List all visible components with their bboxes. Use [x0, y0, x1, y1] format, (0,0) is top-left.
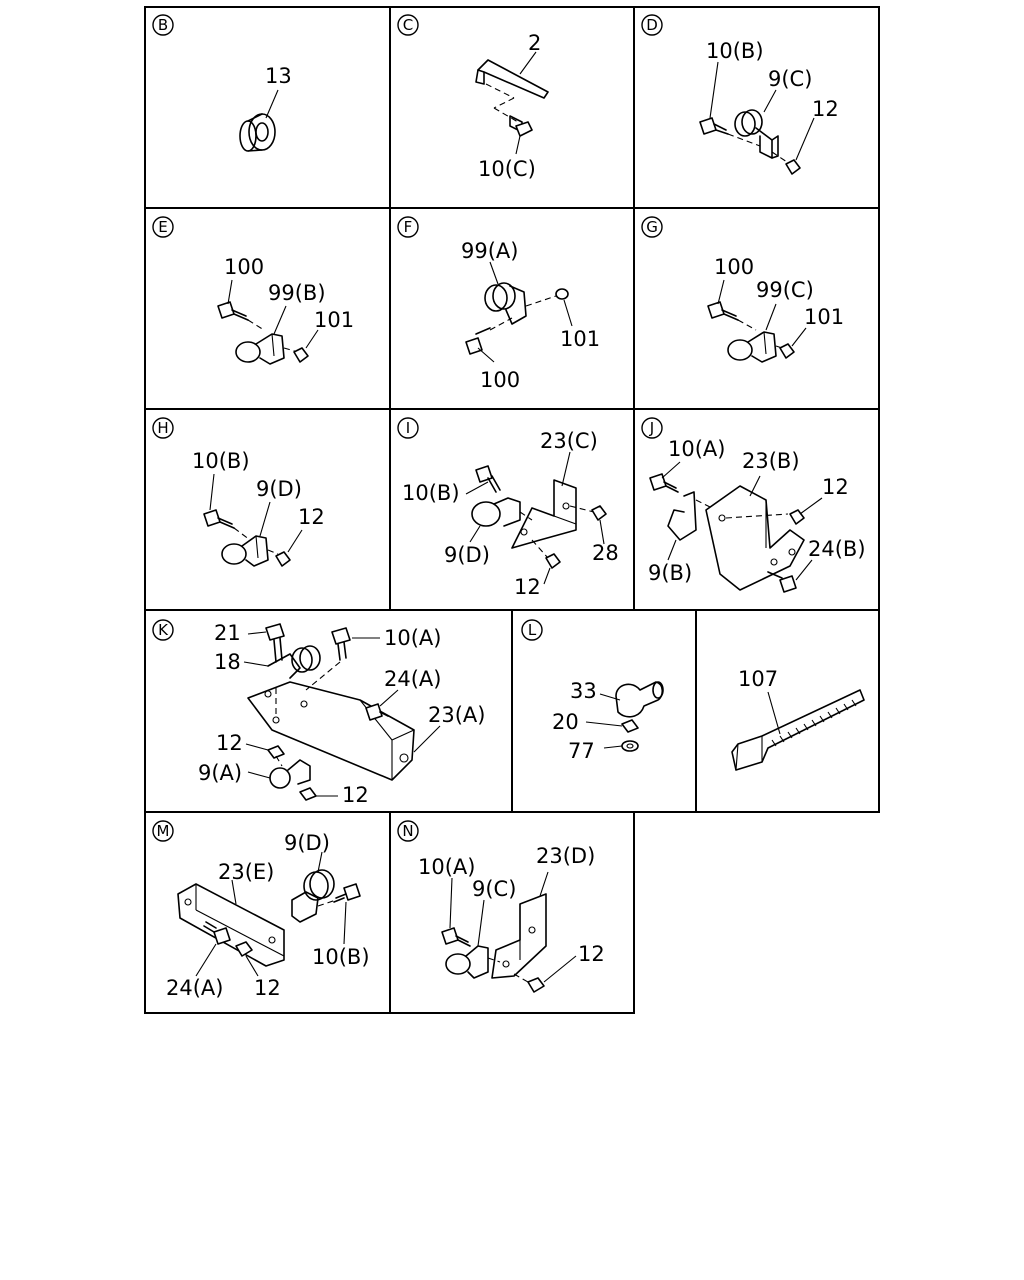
- part-grommet-drawing: [239, 113, 276, 152]
- callout-label: 33: [570, 679, 597, 703]
- callout-label: 101: [560, 327, 600, 351]
- callout-label: 24(B): [808, 537, 866, 561]
- panel-grid: [144, 6, 880, 1014]
- callout-label: 23(E): [218, 860, 274, 884]
- panel-letter: H: [157, 419, 168, 437]
- callout-label: 99(B): [268, 281, 326, 305]
- callout-label: 10(A): [418, 855, 475, 879]
- callout-label: 9(D): [444, 543, 490, 567]
- panel-letter: I: [406, 419, 410, 437]
- callout-label: 21: [214, 621, 241, 645]
- callout-label: 9(D): [256, 477, 302, 501]
- part-bracket-drawing: [247, 623, 415, 801]
- callout-label: 23(C): [540, 429, 598, 453]
- part-clip-drawing: [217, 301, 309, 365]
- callout-label: 2: [528, 31, 541, 55]
- panel-letter: K: [158, 621, 169, 639]
- panel-k: K: [152, 619, 485, 807]
- panel-n: N 10(A) 23(D) 9(C) 12: [397, 820, 605, 993]
- callout-label: 10(A): [384, 626, 441, 650]
- callout-label: 9(B): [648, 561, 692, 585]
- callout-label: 10(B): [402, 481, 460, 505]
- panel-l: L 33 20 77: [521, 619, 664, 763]
- callout-label: 12: [812, 97, 839, 121]
- callout-label: 9(A): [198, 761, 242, 785]
- callout-label: 10(B): [706, 39, 764, 63]
- panel-j: J 10(A) 23(B) 12 24(B) 9(B): [641, 417, 866, 593]
- panel-b: B 13: [152, 14, 292, 152]
- callout-label: 28: [592, 541, 619, 565]
- panel-f: F 99(A) 101 100: [397, 216, 600, 392]
- callout-label: 9(D): [284, 831, 330, 855]
- callout-label: 12: [514, 575, 541, 599]
- callout-label: 20: [552, 710, 579, 734]
- callout-label: 24(A): [166, 976, 223, 1000]
- callout-label: 99(C): [756, 278, 814, 302]
- panel-letter: E: [158, 218, 167, 236]
- callout-label: 77: [568, 739, 595, 763]
- callout-label: 12: [342, 783, 369, 807]
- callout-label: 9(C): [768, 67, 812, 91]
- callout-label: 107: [738, 667, 778, 691]
- callout-label: 101: [314, 308, 354, 332]
- callout-label: 18: [214, 650, 241, 674]
- panel-letter: J: [649, 419, 654, 437]
- callout-label: 24(A): [384, 667, 441, 691]
- part-clip-drawing: [707, 301, 795, 363]
- callout-label: 100: [714, 255, 754, 279]
- panel-cable-tie: 107: [731, 667, 865, 771]
- callout-label: 9(C): [472, 877, 516, 901]
- part-plate-drawing: [177, 869, 361, 967]
- panel-d: D 10(B) 9(C) 12: [641, 14, 839, 175]
- panel-letter: F: [404, 218, 413, 236]
- callout-label: 100: [480, 368, 520, 392]
- part-clip-drawing: [465, 282, 569, 355]
- panel-m: M 9(D) 23(E) 10(B) 24(A) 12: [152, 820, 370, 1000]
- panel-letter: L: [528, 621, 537, 639]
- callout-label: 12: [578, 942, 605, 966]
- part-bracket-drawing: [471, 465, 607, 569]
- callout-label: 12: [254, 976, 281, 1000]
- panel-letter: N: [402, 822, 413, 840]
- panel-h: H 10(B) 9(D) 12: [152, 417, 325, 567]
- callout-label: 13: [265, 64, 292, 88]
- callout-label: 10(B): [312, 945, 370, 969]
- part-bracket-drawing: [441, 893, 547, 993]
- callout-label: 23(B): [742, 449, 800, 473]
- panel-c: C 2 10(C): [397, 14, 549, 181]
- callout-label: 12: [298, 505, 325, 529]
- callout-label: 12: [822, 475, 849, 499]
- callout-label: 99(A): [461, 239, 518, 263]
- part-rod-drawing: [475, 59, 549, 137]
- part-cable-tie-drawing: [731, 689, 865, 771]
- panel-letter: M: [157, 822, 170, 840]
- panel-e: E 100 99(B) 101: [152, 216, 354, 365]
- part-clip-drawing: [203, 509, 291, 567]
- callout-label: 10(A): [668, 437, 725, 461]
- part-elbow-drawing: [615, 681, 664, 752]
- callout-label: 23(D): [536, 844, 595, 868]
- panel-letter: B: [158, 16, 168, 34]
- callout-label: 101: [804, 305, 844, 329]
- callout-label: 10(B): [192, 449, 250, 473]
- part-clip-drawing: [699, 109, 801, 175]
- panel-letter: G: [646, 218, 658, 236]
- panel-g: G 100 99(C) 101: [641, 216, 844, 363]
- callout-label: 100: [224, 255, 264, 279]
- callout-label: 12: [216, 731, 243, 755]
- panel-letter: C: [403, 16, 413, 34]
- panel-i: I 23(C) 10(B) 9(D) 28 12: [397, 417, 619, 599]
- callout-label: 10(C): [478, 157, 536, 181]
- callout-label: 23(A): [428, 703, 485, 727]
- panel-letter: D: [646, 16, 658, 34]
